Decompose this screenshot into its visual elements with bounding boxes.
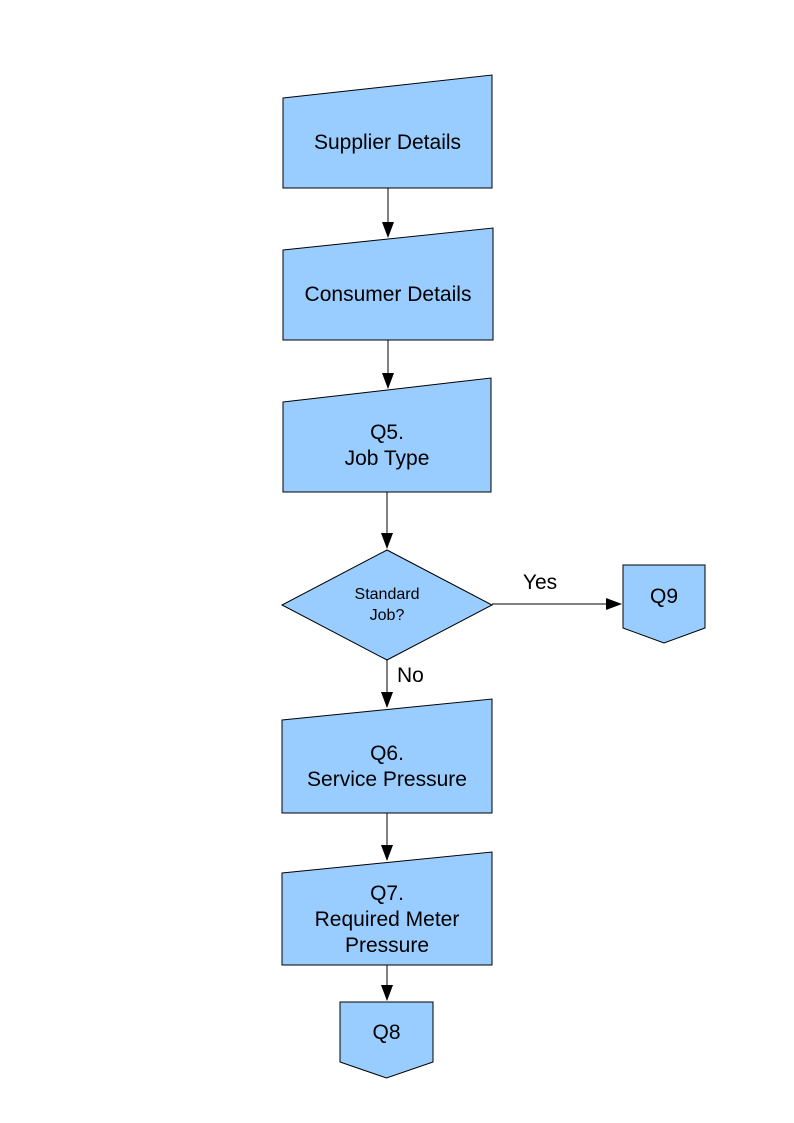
- edge-label-yes: Yes: [522, 571, 558, 594]
- node-q7-required-meter-pressure-label: Q7. Required Meter Pressure: [314, 881, 460, 957]
- node-supplier-details: Supplier Details: [283, 75, 492, 188]
- node-q7-required-meter-pressure: Q7. Required Meter Pressure: [282, 852, 492, 965]
- offpage-connector-shape: [340, 1002, 433, 1078]
- node-q9-connector-label: Q9: [649, 584, 678, 608]
- node-supplier-details-label: Supplier Details: [313, 130, 462, 154]
- node-q5-job-type-label: Q5. Job Type: [344, 421, 430, 470]
- node-q6-service-pressure-label: Q6. Service Pressure: [307, 742, 467, 791]
- node-q5-job-type: Q5. Job Type: [283, 378, 491, 492]
- manual-input-shape: [283, 228, 493, 340]
- node-q8-connector-label: Q8: [372, 1020, 401, 1044]
- offpage-connector-shape: [623, 565, 705, 643]
- manual-input-shape: [283, 378, 491, 492]
- node-standard-job-decision-label: Standard Job?: [354, 586, 420, 624]
- manual-input-shape: [282, 699, 492, 813]
- node-q9-connector: Q9: [623, 565, 705, 643]
- node-standard-job-decision: Standard Job?: [282, 550, 492, 660]
- edge-label-no: No: [397, 664, 424, 687]
- node-q8-connector: Q8: [340, 1002, 433, 1078]
- node-consumer-details: Consumer Details: [283, 228, 493, 340]
- manual-input-shape: [282, 852, 492, 965]
- node-consumer-details-label: Consumer Details: [304, 283, 472, 306]
- node-q6-service-pressure: Q6. Service Pressure: [282, 699, 492, 813]
- decision-diamond-shape: [282, 550, 492, 660]
- manual-input-shape: [283, 75, 492, 188]
